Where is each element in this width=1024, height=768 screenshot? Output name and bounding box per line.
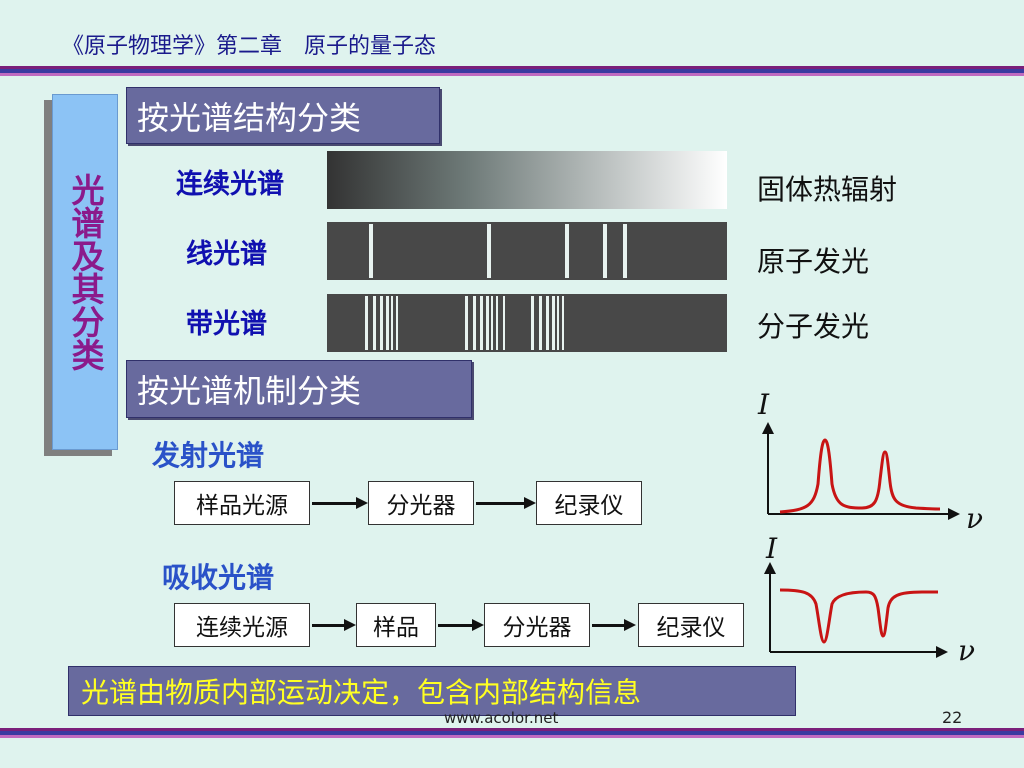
band-line bbox=[480, 296, 483, 350]
flow-continuous-light-source: 连续光源 bbox=[174, 603, 310, 647]
mechanism-heading: 按光谱机制分类 bbox=[126, 360, 472, 418]
side-title: 光谱及其分类 bbox=[66, 173, 105, 371]
band-line bbox=[546, 296, 549, 350]
flow-recorder: 纪录仪 bbox=[638, 603, 744, 647]
continuous-source-label: 固体热辐射 bbox=[757, 173, 898, 206]
bottom-divider bbox=[0, 728, 1024, 740]
summary-text: 光谱由物质内部运动决定，包含内部结构信息 bbox=[81, 676, 642, 709]
flow-arrow bbox=[312, 497, 368, 509]
side-title-box: 光谱及其分类 bbox=[52, 94, 118, 450]
continuous-spectrum-label: 连续光谱 bbox=[176, 169, 284, 200]
band-source-label: 分子发光 bbox=[757, 310, 870, 343]
flow-spectrometer: 分光器 bbox=[484, 603, 590, 647]
band-line bbox=[491, 296, 493, 350]
absorption-curve bbox=[779, 588, 938, 644]
band-line bbox=[552, 296, 555, 350]
band-line bbox=[465, 296, 468, 350]
top-divider bbox=[0, 66, 1024, 78]
spectral-line bbox=[369, 224, 373, 278]
band-line bbox=[539, 296, 542, 350]
absorption-spectrum-plot: I ν bbox=[764, 532, 975, 667]
flow-spectrometer: 分光器 bbox=[368, 481, 474, 525]
band-line bbox=[562, 296, 564, 350]
page-number: 22 bbox=[942, 708, 963, 727]
absorption-y-axis-symbol: I bbox=[765, 532, 778, 565]
structure-heading: 按光谱结构分类 bbox=[126, 87, 440, 144]
flow-arrow bbox=[592, 619, 636, 631]
band-line bbox=[473, 296, 476, 350]
emission-curve bbox=[779, 438, 941, 514]
band-line bbox=[503, 296, 505, 350]
line-source-label: 原子发光 bbox=[757, 245, 870, 278]
band-line bbox=[373, 296, 376, 350]
band-line bbox=[396, 296, 398, 350]
flow-arrow bbox=[438, 619, 484, 631]
flow-arrow bbox=[476, 497, 536, 509]
band-spectrum-label: 带光谱 bbox=[186, 309, 267, 340]
line-spectrum-strip bbox=[327, 222, 727, 280]
emission-y-axis-symbol: I bbox=[757, 388, 770, 421]
emission-spectrum-title: 发射光谱 bbox=[152, 439, 265, 472]
summary-box: 光谱由物质内部运动决定，包含内部结构信息 bbox=[68, 666, 796, 716]
band-line bbox=[380, 296, 383, 350]
band-line bbox=[365, 296, 368, 350]
flow-sample: 样品 bbox=[356, 603, 436, 647]
band-spectrum-strip bbox=[327, 294, 727, 352]
footer-site-link[interactable]: www.acolor.net bbox=[444, 709, 559, 727]
spectral-line bbox=[487, 224, 491, 278]
flow-arrow bbox=[312, 619, 356, 631]
band-line bbox=[531, 296, 534, 350]
band-line bbox=[486, 296, 489, 350]
page-title: 《原子物理学》第二章 原子的量子态 bbox=[62, 34, 437, 59]
flow-recorder: 纪录仪 bbox=[536, 481, 642, 525]
absorption-x-axis-symbol: ν bbox=[958, 634, 975, 667]
band-line bbox=[386, 296, 389, 350]
band-line bbox=[496, 296, 498, 350]
line-spectrum-label: 线光谱 bbox=[186, 239, 267, 270]
spectral-line bbox=[603, 224, 607, 278]
band-line bbox=[391, 296, 393, 350]
spectral-line bbox=[565, 224, 569, 278]
emission-spectrum-plot: I ν bbox=[757, 388, 983, 528]
band-line bbox=[557, 296, 559, 350]
emission-x-axis-symbol: ν bbox=[966, 502, 983, 528]
continuous-spectrum-strip bbox=[327, 151, 727, 209]
flow-sample-light-source: 样品光源 bbox=[174, 481, 310, 525]
spectral-line bbox=[623, 224, 627, 278]
absorption-spectrum-title: 吸收光谱 bbox=[162, 561, 275, 594]
